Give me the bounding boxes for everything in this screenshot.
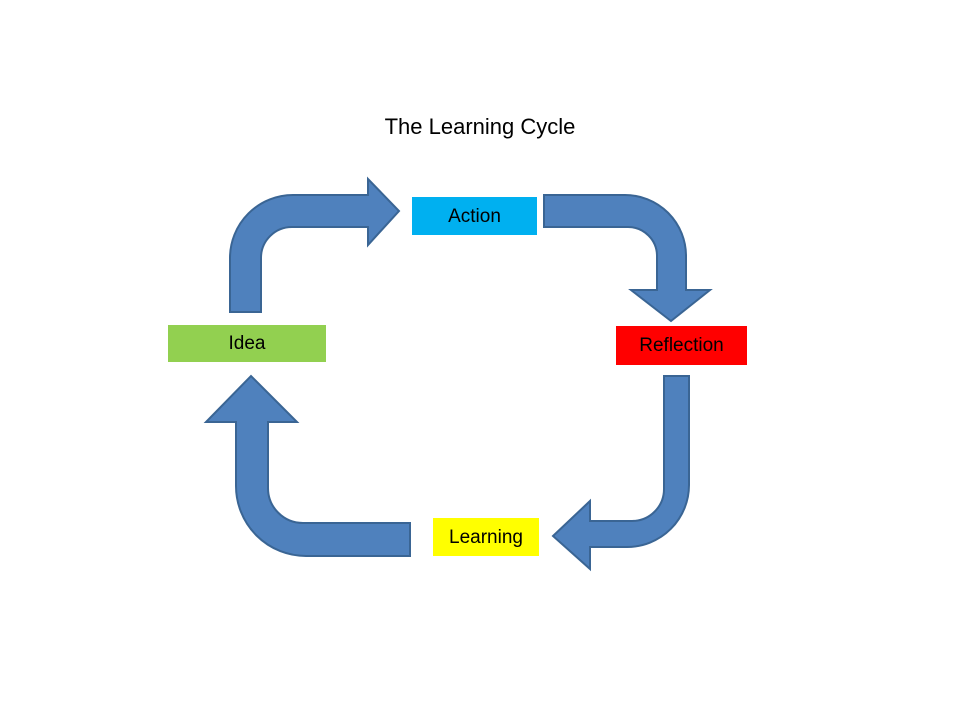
- arrow-learning-to-idea: [203, 374, 411, 557]
- arrow-idea-to-action: [229, 176, 401, 313]
- stage-action: Action: [412, 197, 537, 235]
- stage-idea: Idea: [168, 325, 326, 362]
- stage-learning: Learning: [433, 518, 539, 556]
- stage-learning-label: Learning: [449, 526, 523, 548]
- stage-idea-label: Idea: [228, 333, 266, 354]
- stage-reflection-label: Reflection: [639, 335, 724, 356]
- arrow-action-to-reflection: [543, 194, 713, 323]
- arrow-reflection-to-learning: [551, 375, 690, 572]
- stage-action-label: Action: [448, 205, 501, 227]
- stage-reflection: Reflection: [616, 326, 747, 365]
- diagram-title: The Learning Cycle: [384, 114, 576, 139]
